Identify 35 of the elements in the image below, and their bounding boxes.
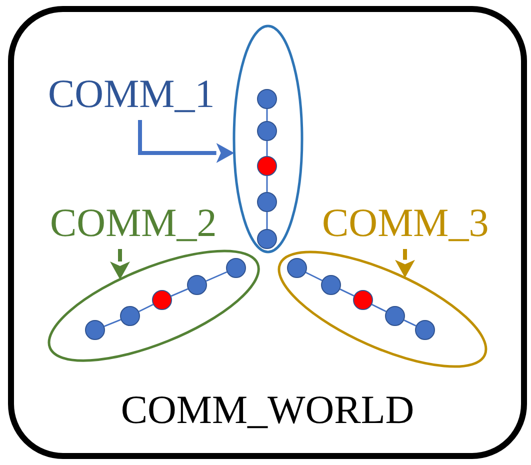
link-line bbox=[404, 320, 416, 326]
group-label: COMM_2 bbox=[50, 202, 222, 244]
process-dot bbox=[286, 258, 307, 278]
process-dot bbox=[120, 306, 140, 326]
arrow bbox=[395, 247, 415, 278]
process-dot bbox=[414, 320, 435, 340]
process-dot bbox=[257, 89, 277, 109]
link-line bbox=[266, 141, 268, 156]
link-line bbox=[170, 288, 188, 297]
process-dot bbox=[384, 306, 405, 326]
link-line bbox=[266, 212, 268, 229]
process-dot bbox=[186, 274, 207, 295]
process-dot bbox=[257, 192, 277, 212]
process-dot bbox=[257, 156, 277, 176]
link-line bbox=[266, 109, 268, 121]
group-label: COMM_3 bbox=[322, 202, 502, 244]
arrow bbox=[110, 247, 130, 280]
link-line bbox=[372, 304, 386, 312]
link-line bbox=[206, 271, 228, 282]
process-dot bbox=[320, 274, 341, 295]
process-dot bbox=[226, 258, 246, 278]
link-line bbox=[340, 288, 354, 296]
group-label: COMM_1 bbox=[48, 73, 220, 115]
arrow bbox=[138, 120, 234, 163]
process-dot bbox=[152, 290, 172, 310]
link-line bbox=[306, 272, 322, 282]
process-dot bbox=[352, 290, 373, 310]
world-frame bbox=[8, 6, 527, 459]
frame-title: COMM_WORLD bbox=[120, 390, 416, 430]
link-line bbox=[266, 176, 268, 192]
link-line bbox=[138, 304, 154, 312]
process-dot bbox=[257, 121, 277, 141]
process-dot bbox=[84, 320, 105, 340]
process-dot bbox=[257, 229, 277, 249]
link-line bbox=[104, 319, 121, 327]
